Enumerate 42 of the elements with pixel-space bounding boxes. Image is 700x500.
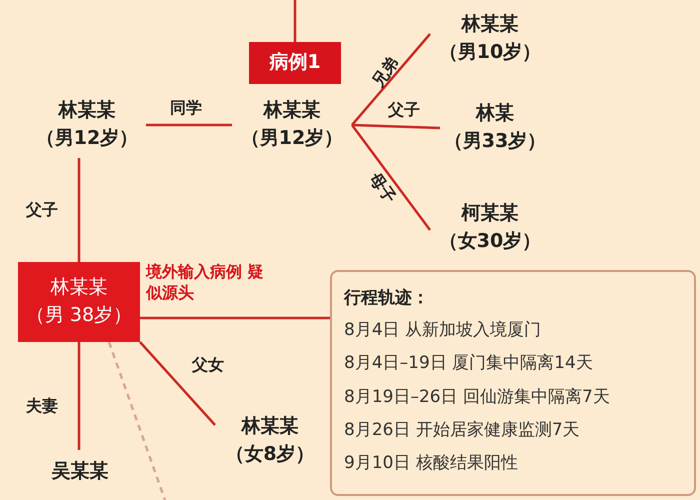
connector-line: [146, 124, 232, 126]
person-info: （男12岁）: [36, 126, 138, 151]
connector-line: [139, 341, 216, 426]
person-name: 林某某: [242, 414, 298, 440]
itinerary-panel: [330, 270, 696, 496]
connector-line: [140, 316, 330, 320]
connector-line: [351, 124, 431, 231]
person-name: 柯某某: [462, 201, 518, 226]
connector-line: [352, 124, 440, 130]
connector-line: [351, 33, 431, 126]
person-name: 林某某: [264, 98, 320, 124]
connector-line: [78, 158, 80, 262]
edge-label: 兄弟: [367, 52, 404, 92]
edge-label: 母子: [364, 168, 401, 208]
person-info: （男 38岁）: [26, 303, 132, 328]
itinerary-entry: 8月19日–26日 回仙游集中隔离7天: [344, 386, 610, 409]
itinerary-entry: 8月4日–19日 厦门集中隔离14天: [344, 352, 593, 376]
itinerary-entry: 9月10日 核酸结果阳性: [344, 452, 518, 475]
dashed-connector: [108, 342, 166, 500]
person-info: （男10岁）: [438, 40, 542, 65]
edge-label: 父子: [386, 100, 422, 121]
person-name: 病例1: [269, 50, 321, 76]
person-name: 吴某某: [52, 459, 108, 484]
person-name: 林某某: [50, 275, 108, 300]
person-name: 林某: [476, 101, 514, 126]
person-name: 林某某: [58, 98, 116, 124]
itinerary-entry: 8月4日 从新加坡入境厦门: [344, 319, 542, 342]
person-info: （女8岁）: [225, 442, 315, 467]
annotation-text: 境外输入病例 疑似源头: [146, 262, 265, 304]
panel-heading: 行程轨迹：: [344, 287, 429, 310]
edge-label: 父子: [24, 200, 60, 221]
person-info: （女30岁）: [438, 229, 542, 254]
person-name: 林某某: [462, 12, 518, 38]
edge-label: 夫妻: [24, 396, 60, 417]
case-badge: [249, 42, 341, 84]
itinerary-entry: 8月26日 开始居家健康监测7天: [344, 418, 580, 442]
person-info: （男33岁）: [444, 129, 546, 154]
connector-line: [78, 342, 80, 450]
person-info: （男12岁）: [240, 126, 344, 151]
connector-line: [294, 0, 296, 42]
edge-label: 父女: [190, 355, 226, 376]
source-case-box: [18, 262, 140, 342]
